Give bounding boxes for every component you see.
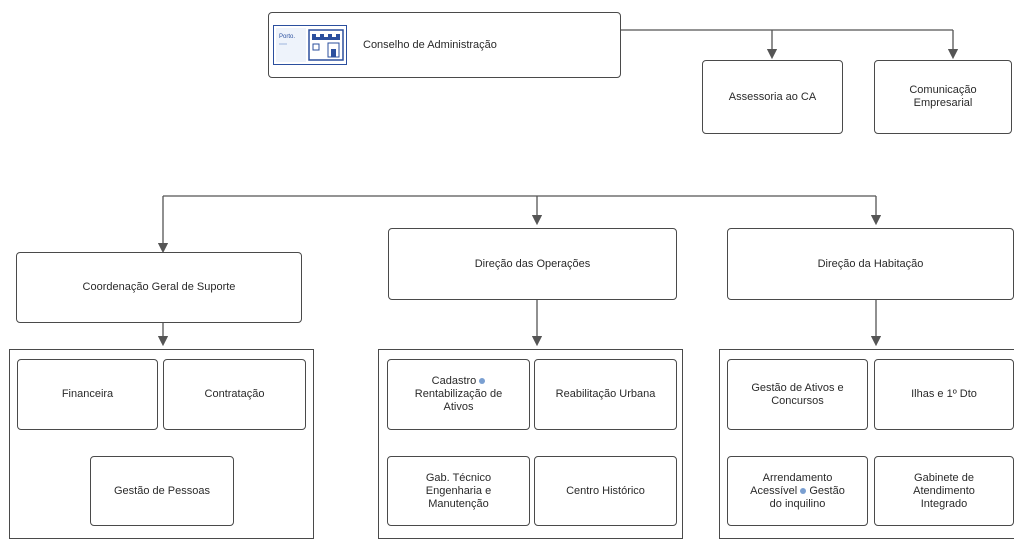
arrendamento-line-3: do inquilino (769, 497, 826, 510)
arrendamento-line-1: Arrendamento (762, 471, 833, 484)
comunicacao-empresarial-box: Comunicação Empresarial (874, 60, 1012, 134)
bullet-dot-icon (800, 487, 807, 494)
gab-line-1: Gab. Técnico (425, 471, 492, 484)
arrendamento-acessivel-box: Arrendamento Acessível Gestão do inquili… (727, 456, 868, 526)
logo-text: Porto. (279, 34, 295, 40)
gab-line-3: Manutenção (428, 497, 489, 510)
assessoria-label: Assessoria ao CA (728, 90, 817, 103)
financeira-box: Financeira (17, 359, 158, 430)
direcao-operacoes-box: Direção das Operações (388, 228, 677, 300)
cadastro-line-3: Ativos (443, 401, 474, 413)
suporte-title: Coordenação Geral de Suporte (82, 281, 236, 293)
conselho-administracao-box: Porto. Conselho de Administração (268, 12, 621, 78)
contratacao-box: Contratação (163, 359, 306, 430)
gabinete-atendimento-box: Gabinete de Atendimento Integrado (874, 456, 1014, 526)
conselho-label: Conselho de Administração (363, 38, 497, 51)
arrendamento-line-2: Acessível Gestão (750, 484, 845, 497)
direcao-habitacao-box: Direção da Habitação (727, 228, 1014, 300)
cadastro-line-2: Rentabilização de (414, 388, 503, 400)
ilhas-label: Ilhas e 1º Dto (911, 388, 977, 400)
centro-historico-box: Centro Histórico (534, 456, 677, 526)
operacoes-title: Direção das Operações (474, 257, 591, 270)
reabilitacao-label: Reabilitação Urbana (555, 388, 656, 400)
contratacao-label: Contratação (204, 388, 265, 400)
gab-tecnico-box: Gab. Técnico Engenharia e Manutenção (387, 456, 530, 526)
gabinete-line-2: Atendimento (913, 484, 975, 497)
gestao-ativos-concursos-box: Gestão de Ativos e Concursos (727, 359, 868, 430)
gestao-ativos-line-1: Gestão de Ativos e (751, 381, 844, 394)
centro-historico-label: Centro Histórico (566, 484, 645, 497)
gabinete-line-1: Gabinete de (914, 471, 974, 484)
gabinete-line-3: Integrado (920, 497, 968, 510)
bullet-dot-icon (479, 378, 486, 385)
reabilitacao-urbana-box: Reabilitação Urbana (534, 359, 677, 430)
comunicacao-label-2: Empresarial (913, 97, 973, 109)
financeira-label: Financeira (61, 388, 114, 400)
gab-line-2: Engenharia e (425, 484, 492, 497)
porto-logo-icon: Porto. (273, 25, 347, 65)
assessoria-ca-box: Assessoria ao CA (702, 60, 843, 134)
gestao-pessoas-label: Gestão de Pessoas (113, 484, 210, 497)
coordenacao-geral-suporte-box: Coordenação Geral de Suporte (16, 252, 302, 323)
habitacao-title: Direção da Habitação (817, 257, 924, 270)
ilhas-1-dto-box: Ilhas e 1º Dto (874, 359, 1014, 430)
cadastro-line-1: Cadastro (432, 375, 486, 388)
gestao-pessoas-box: Gestão de Pessoas (90, 456, 234, 526)
cadastro-rentabilizacao-box: Cadastro Rentabilização de Ativos (387, 359, 530, 430)
comunicacao-label-1: Comunicação (909, 84, 977, 96)
gestao-ativos-line-2: Concursos (771, 394, 824, 407)
